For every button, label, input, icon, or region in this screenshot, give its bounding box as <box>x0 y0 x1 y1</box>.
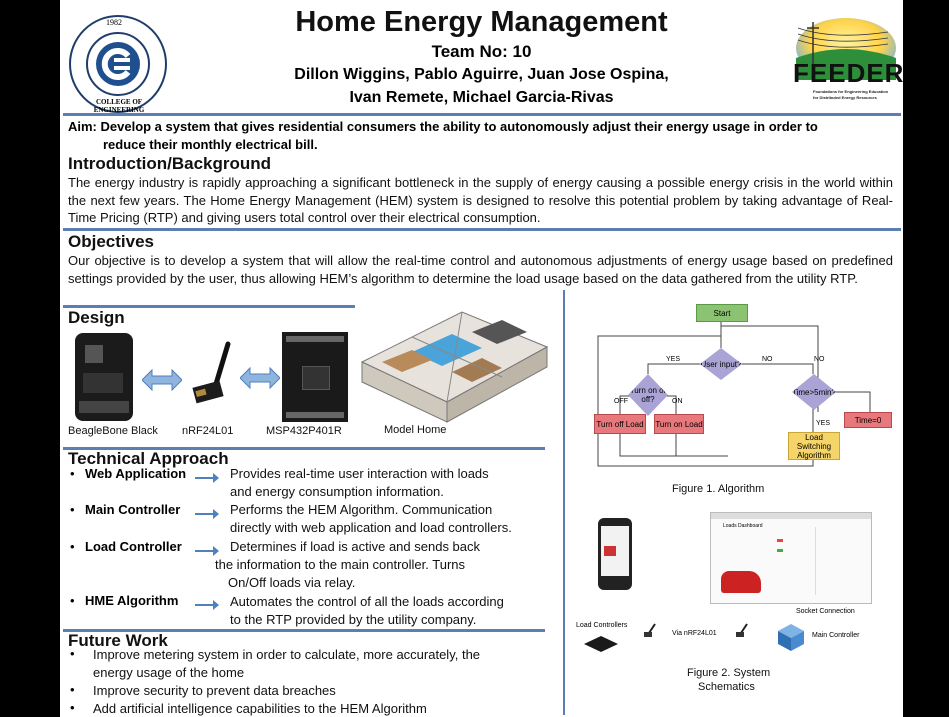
tech-desc-hme-1: Automates the control of all the loads a… <box>230 594 504 609</box>
design-bottom-divider <box>63 447 545 450</box>
arrow-right-icon <box>195 600 219 610</box>
tech-item-web-application: Web Application <box>85 466 187 481</box>
future-bullet: • <box>70 700 75 715</box>
tech-bullet-hme: • <box>70 593 75 608</box>
design-label-msp: MSP432P401R <box>266 425 342 437</box>
flow-on-label: ON <box>672 398 683 405</box>
tech-item-hme-algorithm: HME Algorithm <box>85 593 179 608</box>
technical-bottom-divider <box>63 629 545 632</box>
socket-connection-label: Socket Connection <box>796 608 855 615</box>
aim-line-1: Aim: Develop a system that gives residen… <box>68 119 818 134</box>
antenna-icon <box>644 622 658 638</box>
intro-heading: Introduction/Background <box>68 154 272 173</box>
tech-desc-load-2: the information to the main controller. … <box>215 557 466 572</box>
objectives-text: Our objective is to develop a system tha… <box>68 253 893 286</box>
design-label-nrf: nRF24L01 <box>182 425 234 437</box>
header-divider <box>63 113 901 116</box>
intro-text: The energy industry is rapidly approachi… <box>68 175 893 225</box>
double-arrow-icon <box>141 368 183 392</box>
tech-desc-main-1: Performs the HEM Algorithm. Communicatio… <box>230 502 493 517</box>
flow-time-reset: Time=0 <box>844 412 892 428</box>
double-arrow-icon <box>239 366 281 390</box>
aim-line-2: reduce their monthly electrical bill. <box>103 137 318 152</box>
flow-yes-label-2: YES <box>816 420 831 427</box>
beaglebone-image <box>75 333 133 421</box>
tech-item-main-controller: Main Controller <box>85 502 181 517</box>
flow-no-label-2: NO <box>814 356 825 363</box>
load-controllers-label: Load Controllers <box>576 622 628 629</box>
main-controller-label: Main Controller <box>812 632 860 639</box>
poster: 1982 COLLEGE OF ENGINEERING FEEDER Found… <box>60 0 903 717</box>
column-divider <box>563 290 565 715</box>
tech-desc-web-1: Provides real-time user interaction with… <box>230 466 489 481</box>
figure2-caption-2: Schematics <box>698 681 755 693</box>
flow-no-label: NO <box>762 356 773 363</box>
main-controller-image <box>776 622 806 652</box>
figure1-caption: Figure 1. Algorithm <box>672 483 765 495</box>
tech-desc-hme-2: to the RTP provided by the utility compa… <box>230 612 477 627</box>
college-logo-year: 1982 <box>106 18 122 27</box>
tech-desc-web-2: and energy consumption information. <box>230 484 444 499</box>
future-item-2: Improve security to prevent data breache… <box>93 683 336 698</box>
arrow-right-icon <box>195 546 219 556</box>
authors-line-2: Ivan Remete, Michael Garcia-Rivas <box>349 89 614 106</box>
future-heading: Future Work <box>68 631 168 650</box>
flow-yes-label: YES <box>666 356 681 363</box>
arrow-right-icon <box>195 473 219 483</box>
load-controller-image <box>584 636 618 652</box>
design-label-beaglebone: BeagleBone Black <box>68 425 158 437</box>
figure2-caption-1: Figure 2. System <box>687 667 771 679</box>
feeder-logo: FEEDER Foundations for Engineering Educa… <box>793 10 903 116</box>
feeder-logo-tagline-2: for Distributed Energy Resources <box>813 95 877 100</box>
model-home-image <box>352 292 552 432</box>
design-divider <box>63 305 355 308</box>
technical-heading: Technical Approach <box>68 449 229 468</box>
tech-desc-main-2: directly with web application and load c… <box>230 520 512 535</box>
future-bullet: • <box>70 646 75 661</box>
via-nrf-label: Via nRF24L01 <box>672 630 717 637</box>
arrow-right-icon <box>195 509 219 519</box>
design-label-model-home: Model Home <box>384 424 447 436</box>
team-number: Team No: 10 <box>431 42 532 61</box>
poster-title: Home Energy Management <box>295 6 668 38</box>
future-item-1: Improve metering system in order to calc… <box>93 647 481 662</box>
future-item-3: Add artificial intelligence capabilities… <box>93 701 427 716</box>
tech-bullet-load: • <box>70 539 75 554</box>
design-heading: Design <box>68 308 125 327</box>
dashboard-title: Loads Dashboard <box>723 523 763 529</box>
flow-turn-on-load: Turn on Load <box>654 414 704 434</box>
laptop-dashboard-image: Loads Dashboard <box>710 512 872 604</box>
tech-bullet-main: • <box>70 502 75 517</box>
flow-start: Start <box>696 304 748 322</box>
flow-turn-off-load: Turn off Load <box>594 414 646 434</box>
phone-image <box>598 518 632 590</box>
flow-load-switching: Load Switching Algorithm <box>788 432 840 460</box>
objectives-heading: Objectives <box>68 232 154 251</box>
tech-bullet-web: • <box>70 466 75 481</box>
college-logo-ring-text: COLLEGE OF ENGINEERING <box>93 98 145 114</box>
feeder-logo-name: FEEDER <box>793 58 903 88</box>
tech-item-load-controller: Load Controller <box>85 539 182 554</box>
intro-divider <box>63 228 901 231</box>
antenna-icon <box>736 622 750 638</box>
nrf24l01-image <box>188 340 236 406</box>
tech-desc-load-3: On/Off loads via relay. <box>228 575 356 590</box>
feeder-logo-tagline-1: Foundations for Engineering Education <box>813 89 889 94</box>
future-item-1-cont: energy usage of the home <box>93 665 245 680</box>
college-logo: 1982 COLLEGE OF ENGINEERING <box>68 14 168 114</box>
msp432-image <box>282 332 348 422</box>
flow-off-label: OFF <box>614 398 628 405</box>
algorithm-flowchart: Start User input? YES NO NO Turn on or o… <box>578 296 898 476</box>
tech-desc-load-1: Determines if load is active and sends b… <box>230 539 481 554</box>
authors-line-1: Dillon Wiggins, Pablo Aguirre, Juan Jose… <box>294 66 669 83</box>
future-bullet: • <box>70 682 75 697</box>
